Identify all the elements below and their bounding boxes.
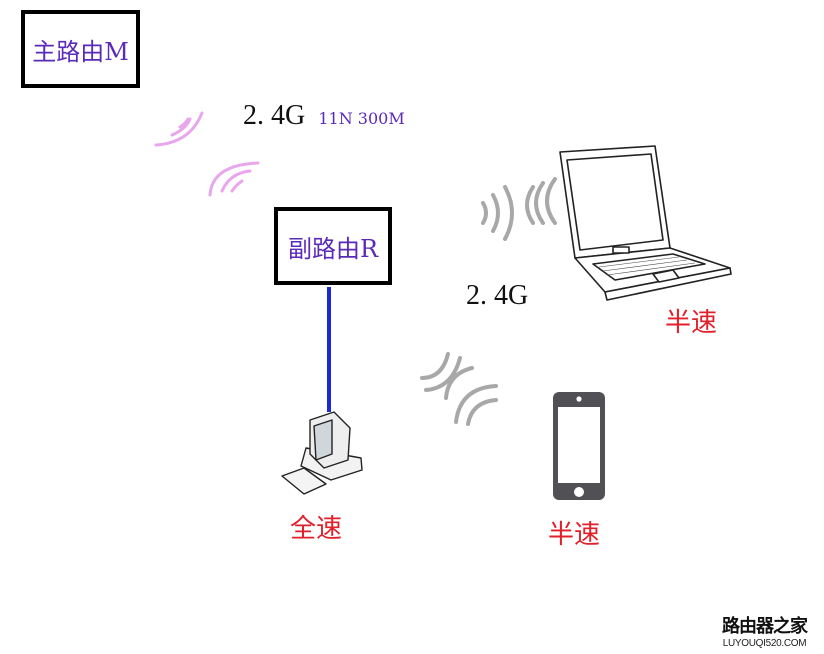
watermark-en: LUYOUQI520.COM bbox=[722, 638, 807, 649]
wifi-waves-icon bbox=[154, 111, 260, 197]
laptop-icon bbox=[559, 145, 732, 301]
desktop-speed-label: 全速 bbox=[290, 514, 343, 544]
watermark-cn: 路由器之家 bbox=[722, 616, 808, 637]
spec-label: 11N 300M bbox=[318, 109, 405, 128]
main-router-box: 主路由M bbox=[21, 10, 140, 88]
wifi-waves-phone-icon bbox=[420, 352, 498, 426]
band-label-clients: 2. 4G bbox=[466, 280, 529, 311]
laptop-speed-label: 半速 bbox=[665, 308, 718, 338]
sub-router-label: 副路由R bbox=[287, 234, 379, 263]
sub-router-box: 副路由R bbox=[274, 207, 392, 285]
watermark: 路由器之家 LUYOUQI520.COM bbox=[722, 612, 808, 649]
phone-speed-label: 半速 bbox=[548, 520, 601, 550]
desktop-computer-icon bbox=[281, 411, 363, 495]
wifi-waves-laptop-icon bbox=[481, 177, 557, 241]
smartphone-icon bbox=[553, 392, 605, 500]
ethernet-cable bbox=[327, 287, 331, 412]
band-label-main: 2. 4G bbox=[243, 100, 306, 131]
main-router-label: 主路由M bbox=[32, 37, 129, 66]
